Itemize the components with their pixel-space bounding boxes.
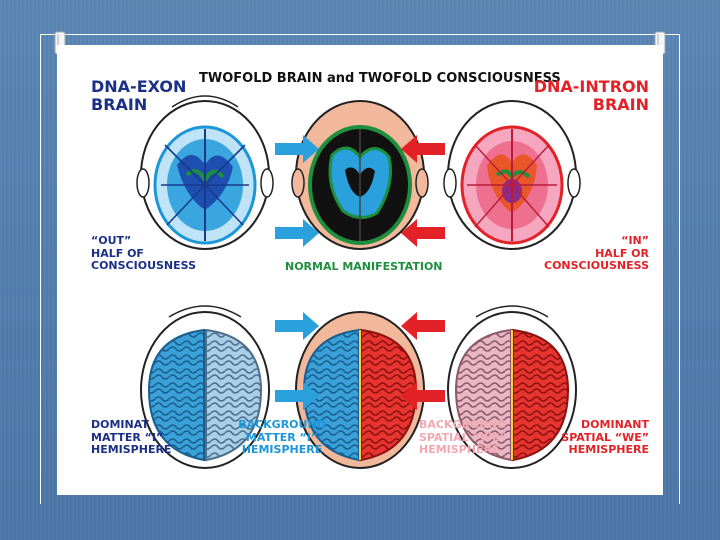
- left-mid-line-1: “OUT”: [91, 234, 132, 247]
- arrow-right-icon: [275, 219, 319, 247]
- right-heading: DNA-INTRON BRAIN: [533, 77, 649, 115]
- center-mid-caption: NORMAL MANIFESTATION: [285, 260, 443, 273]
- frame-line-right: [679, 34, 680, 504]
- bottom-left-line-1: DOMINAT: [91, 418, 149, 431]
- diagram-card: TWOFOLD BRAIN and TWOFOLD CONSCIOUSNESS …: [57, 45, 663, 495]
- bottom-center-left-line-1: BACKGROUND: [238, 418, 326, 431]
- arrow-right-icon: [275, 312, 319, 340]
- bottom-center-right-line-2: SPATIAL “WE”: [419, 430, 507, 444]
- bottom-left-line-2: MATTER “I”: [91, 430, 164, 444]
- bottom-center-right-line-1: BACKGROUND: [419, 418, 507, 431]
- bottom-left-line-3: HEMISPHERE: [91, 443, 172, 457]
- bottom-center-right-line-3: HEMISPHERE: [419, 443, 500, 457]
- arrow-left-icon: [401, 135, 445, 163]
- left-heading-line-1: DNA-EXON: [91, 77, 187, 96]
- bottom-right-line-3: HEMISPHERE: [568, 443, 649, 457]
- right-heading-line-2: BRAIN: [592, 95, 649, 115]
- frame-line-left: [40, 34, 41, 504]
- bottom-right-line-1: DOMINANT: [581, 418, 649, 431]
- arrow-left-icon: [401, 312, 445, 340]
- head-intron-top: [443, 100, 581, 250]
- arrow-right-icon: [275, 382, 319, 410]
- left-mid-caption: “OUT” HALF OF CONSCIOUSNESS: [91, 234, 196, 273]
- head-normal-bottom: [295, 311, 425, 469]
- bottom-center-right-caption: BACKGROUND SPATIAL “WE” HEMISPHERE: [419, 418, 507, 457]
- bottom-right-caption: DOMINANT SPATIAL “WE” HEMISPHERE: [561, 418, 649, 457]
- left-mid-line-3: CONSCIOUSNESS: [91, 259, 196, 273]
- diagram-title: TWOFOLD BRAIN and TWOFOLD CONSCIOUSNESS: [199, 71, 561, 86]
- left-heading-line-2: BRAIN: [91, 95, 148, 115]
- frame-line-top: [40, 34, 680, 35]
- left-mid-line-2: HALF OF: [91, 246, 144, 260]
- head-exon-bottom: [140, 305, 270, 469]
- arrow-left-icon: [401, 219, 445, 247]
- arrow-right-icon: [275, 135, 319, 163]
- brain-diagram: [136, 95, 581, 469]
- bottom-left-caption: DOMINAT MATTER “I” HEMISPHERE: [91, 418, 172, 457]
- right-heading-line-1: DNA-INTRON: [533, 77, 649, 96]
- left-heading: DNA-EXON BRAIN: [91, 77, 187, 115]
- head-exon-top: [136, 95, 274, 250]
- bottom-center-left-caption: BACKGROUND MATTER “I” HEMISPHERE: [232, 418, 332, 457]
- bottom-right-line-2: SPATIAL “WE”: [561, 430, 649, 444]
- bottom-center-left-line-3: HEMISPHERE: [241, 443, 323, 457]
- head-normal-top: [291, 100, 429, 250]
- head-intron-bottom: [447, 305, 577, 469]
- right-mid-caption: “IN” HALF OR CONSCIOUSNESS: [544, 234, 649, 273]
- right-mid-line-3: CONSCIOUSNESS: [544, 259, 649, 273]
- right-mid-line-1: “IN”: [621, 234, 649, 247]
- arrow-left-icon: [401, 382, 445, 410]
- bottom-center-left-line-2: MATTER “I”: [245, 430, 319, 444]
- right-mid-line-2: HALF OR: [595, 246, 649, 260]
